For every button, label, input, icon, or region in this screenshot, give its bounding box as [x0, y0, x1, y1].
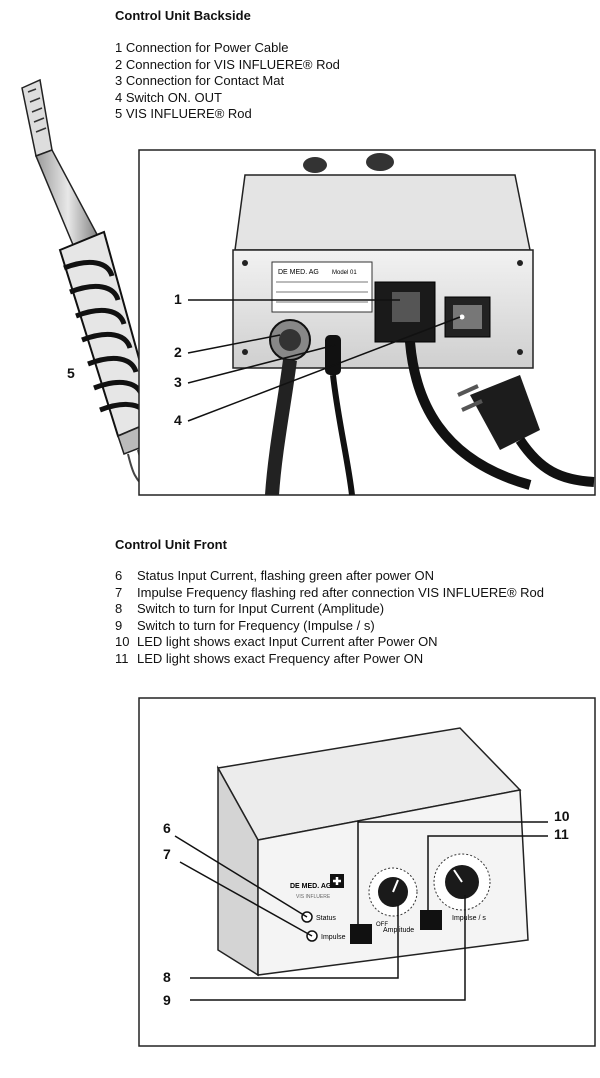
control-unit-front: DE MED. AG VIS INFLUERE Status Impulse O… — [216, 727, 529, 977]
backside-heading: Control Unit Backside — [115, 8, 251, 23]
front-leader-lines — [174, 821, 548, 1001]
svg-text:Status: Status — [316, 915, 336, 922]
list-item: 1 Connection for Power Cable — [115, 40, 289, 55]
svg-text:OFF: OFF — [376, 922, 388, 928]
callout-10: 10 — [554, 808, 570, 824]
callout-11: 11 — [554, 826, 569, 842]
callout-4: 4 — [174, 412, 182, 428]
callout-3: 3 — [174, 374, 182, 390]
list-item: 4 Switch ON. OUT — [115, 89, 222, 105]
callout-6: 6 — [163, 820, 171, 836]
front-heading: Control Unit Front — [115, 537, 227, 552]
callout-1: 1 — [174, 291, 182, 307]
svg-text:DE MED. AG: DE MED. AG — [278, 269, 319, 276]
svg-text:Impulse / s: Impulse / s — [452, 915, 486, 922]
callout-7: 7 — [163, 846, 171, 862]
callout-9: 9 — [163, 992, 171, 1008]
backside-legend: 1 Connection for Power Cable 2 Connectio… — [115, 40, 340, 123]
callout-8: 8 — [163, 969, 171, 985]
svg-text:VIS INFLUERE: VIS INFLUERE — [296, 894, 331, 900]
svg-text:Model 01: Model 01 — [332, 270, 357, 276]
callout-5: 5 — [67, 365, 75, 381]
callout-2: 2 — [174, 344, 182, 360]
list-item: 3 Connection for Contact Mat — [115, 73, 285, 89]
list-item: 5 VIS INFLUERE® Rod — [115, 106, 252, 122]
svg-text:DE MED. AG: DE MED. AG — [290, 883, 332, 890]
backside-leader-lines — [187, 299, 461, 422]
list-item: 2 Connection for VIS INFLUERE® Rod — [115, 56, 340, 72]
control-unit-backside: DE MED. AG Model 01 — [232, 153, 595, 496]
svg-text:Impulse: Impulse — [321, 934, 346, 941]
